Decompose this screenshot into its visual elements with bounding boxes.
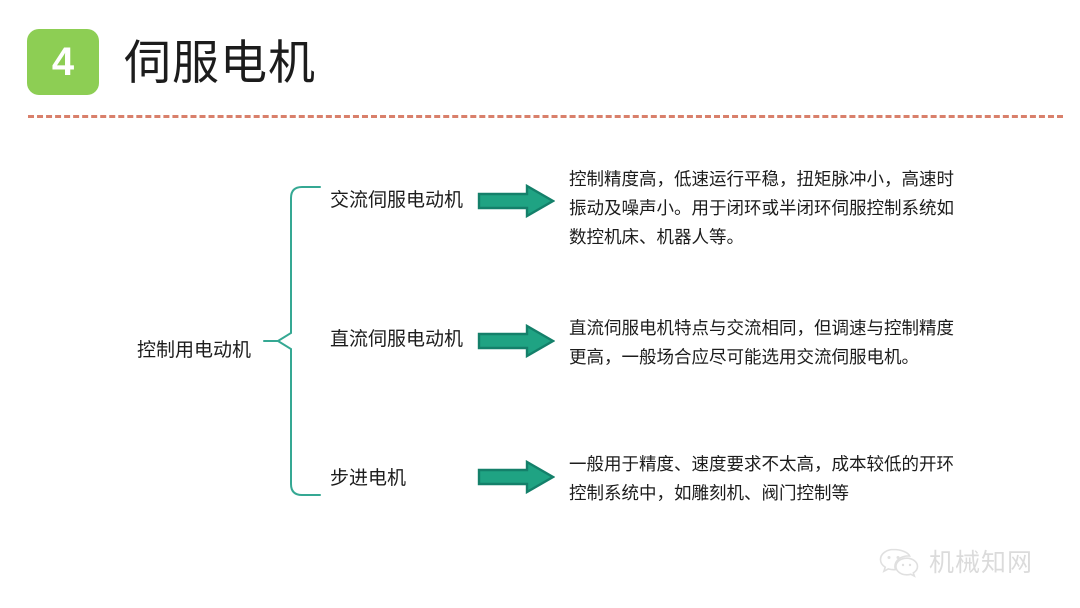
wechat-icon xyxy=(879,548,919,578)
curly-brace-connector xyxy=(263,186,321,496)
branch-description: 直流伺服电机特点与交流相同，但调速与控制精度更高，一般场合应尽可能选用交流伺服电… xyxy=(569,318,954,367)
branch-description: 控制精度高，低速运行平稳，扭矩脉冲小，高速时振动及噪声小。用于闭环或半闭环伺服控… xyxy=(569,169,954,247)
mindmap-diagram: 控制用电动机 交流伺服电动机 控制精度高，低速运行平稳，扭矩脉冲小，高速时振动及… xyxy=(0,128,1080,528)
watermark: 机械知网 xyxy=(878,541,1064,585)
branch-label: 步进电机 xyxy=(330,468,407,489)
diagram-root-label: 控制用电动机 xyxy=(137,340,252,361)
page-title: 伺服电机 xyxy=(124,36,316,89)
branch-label: 直流伺服电动机 xyxy=(330,329,464,350)
branch-label: 交流伺服电动机 xyxy=(330,190,464,211)
right-arrow-icon xyxy=(477,324,555,358)
slide-header: 4 伺服电机 xyxy=(0,0,1080,128)
watermark-label: 机械知网 xyxy=(929,549,1034,577)
section-number-badge: 4 xyxy=(27,29,99,95)
header-divider xyxy=(28,115,1063,118)
right-arrow-icon xyxy=(477,184,555,218)
right-arrow-icon xyxy=(477,460,555,494)
branch-description: 一般用于精度、速度要求不太高，成本较低的开环控制系统中，如雕刻机、阀门控制等 xyxy=(569,454,954,503)
section-number: 4 xyxy=(51,40,75,84)
